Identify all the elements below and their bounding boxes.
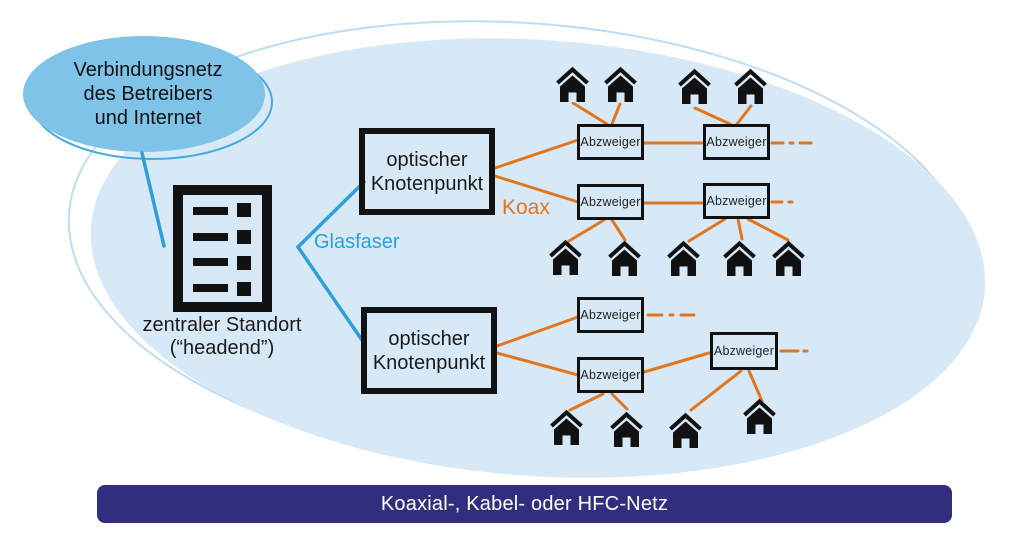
- operator-cloud: [23, 36, 265, 152]
- cloud-label-line: des Betreibers: [83, 83, 213, 105]
- fiber-links: [140, 151, 366, 345]
- headend-label-line: (“headend”): [169, 337, 275, 359]
- optical-node-box-top: optischer Knotenpunkt: [359, 128, 495, 215]
- cloud-to-headend-link: [140, 151, 166, 248]
- tap-box: Abzweiger: [577, 124, 644, 160]
- coax-links: [493, 101, 814, 412]
- tap-box: Abzweiger: [703, 124, 770, 160]
- coax-label: Koax: [502, 196, 550, 219]
- headend-label: zentraler Standort (“headend”): [108, 314, 336, 360]
- tap-box: Abzweiger: [710, 332, 778, 370]
- fiber-link-node2: [296, 245, 366, 345]
- tap-box: Abzweiger: [703, 183, 770, 219]
- cloud-label-line: Verbindungsnetz: [73, 59, 223, 81]
- tap-box: Abzweiger: [577, 184, 644, 220]
- cloud-label-line: und Internet: [94, 107, 202, 129]
- optical-node-box-bottom: optischer Knotenpunkt: [361, 307, 497, 394]
- operator-cloud-label: Verbindungsnetz des Betreibers und Inter…: [28, 58, 268, 130]
- fiber-link-node1: [296, 180, 366, 249]
- fiber-label: Glasfaser: [314, 231, 400, 253]
- tap-box: Abzweiger: [577, 297, 644, 333]
- headend-label-line: zentraler Standort: [142, 314, 302, 336]
- tap-box: Abzweiger: [577, 357, 644, 393]
- headend-building-icon: [173, 185, 272, 312]
- hfc-network-banner: Koaxial-, Kabel- oder HFC-Netz: [97, 485, 952, 523]
